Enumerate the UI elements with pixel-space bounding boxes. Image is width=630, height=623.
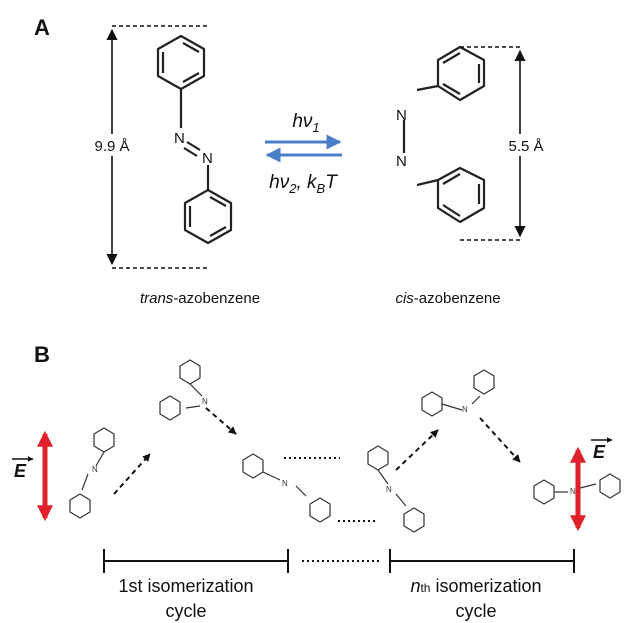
panel-b-label: B — [34, 342, 50, 367]
molecule-trans-n — [367, 445, 425, 533]
molecule-intermediate-1 — [159, 359, 203, 421]
molecule-trans-mid-nitrogen: N — [282, 479, 288, 488]
left-field-label: E — [14, 461, 27, 481]
cis-length-dimension: 5.5 Å — [460, 46, 552, 241]
cis-nitrogen-1: N — [396, 107, 407, 124]
first-cycle-label-line2: cycle — [165, 601, 206, 621]
continuation-dots — [284, 457, 382, 562]
trans-azobenzene-molecule — [156, 34, 233, 245]
reverse-light-heat-label: hν2, kBT — [269, 172, 338, 196]
first-cycle-bracket — [103, 549, 289, 573]
left-electric-field: E — [12, 430, 54, 522]
cis-length-label: 5.5 Å — [508, 138, 543, 155]
isomerization-path-arrows — [113, 407, 521, 495]
molecule-trans-start — [69, 427, 115, 519]
forward-light-label: hν1 — [292, 111, 319, 135]
molecule-cis-end — [533, 473, 621, 505]
nth-cycle-label-line2: cycle — [455, 601, 496, 621]
cis-nitrogen-2: N — [396, 153, 407, 170]
molecule-cis-end-nitrogen: N — [570, 487, 576, 496]
trans-azobenzene-name: trans-azobenzene — [140, 290, 260, 307]
molecule-intermediate-n-nitrogen: N — [462, 405, 468, 414]
isomerization-arrows — [265, 134, 342, 163]
cis-azobenzene-name: cis-azobenzene — [395, 290, 500, 307]
trans-length-dimension: 9.9 Å — [84, 25, 210, 269]
right-field-label: E — [593, 442, 606, 462]
first-cycle-label-line1: 1st isomerization — [118, 576, 253, 596]
cis-azobenzene-molecule — [402, 45, 486, 224]
nth-cycle-bracket — [389, 549, 575, 573]
molecule-trans-start-nitrogen: N — [92, 465, 98, 474]
trans-nitrogen-1: N — [174, 130, 185, 147]
trans-nitrogen-2: N — [202, 150, 213, 167]
right-electric-field: E — [569, 437, 613, 532]
molecule-trans-mid — [242, 453, 331, 523]
molecule-intermediate-n — [421, 369, 495, 417]
molecule-intermediate-1-nitrogen: N — [202, 397, 208, 406]
panel-a-label: A — [34, 15, 50, 40]
molecule-trans-n-nitrogen: N — [386, 485, 392, 494]
nth-cycle-label-line1: nth isomerization — [410, 576, 541, 596]
trans-length-label: 9.9 Å — [94, 138, 129, 155]
